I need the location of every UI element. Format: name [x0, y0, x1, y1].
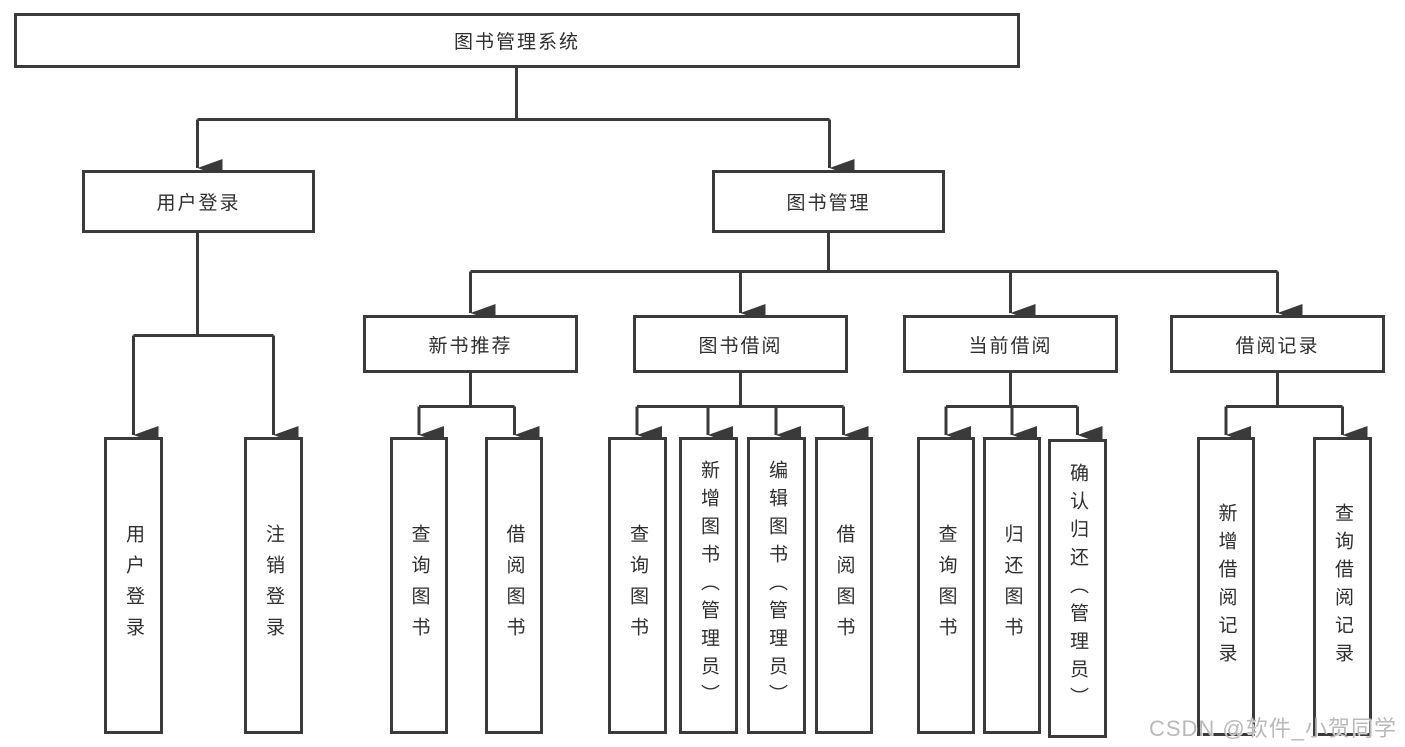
- leaf-borrow-books-recommend: 借阅图书: [485, 437, 543, 734]
- node-book-borrow: 图书借阅: [633, 315, 848, 373]
- leaf-return-books: 归还图书: [983, 437, 1041, 734]
- leaf-add-books-admin: 新增图书（管理员）: [679, 437, 738, 734]
- node-borrow-records: 借阅记录: [1170, 315, 1385, 373]
- leaf-user-login: 用户登录: [104, 437, 163, 734]
- node-book-management: 图书管理: [712, 170, 945, 233]
- node-user-login: 用户登录: [82, 170, 315, 233]
- leaf-edit-books-admin: 编辑图书（管理员）: [747, 437, 806, 734]
- leaf-query-borrow-record: 查询借阅记录: [1313, 437, 1372, 736]
- leaf-add-borrow-record: 新增借阅记录: [1197, 437, 1255, 736]
- leaf-query-books-current: 查询图书: [917, 437, 975, 734]
- node-new-book-recommend: 新书推荐: [363, 315, 578, 373]
- leaf-query-books-borrow: 查询图书: [608, 437, 667, 734]
- leaf-borrow-books: 借阅图书: [815, 437, 873, 734]
- leaf-query-books-recommend: 查询图书: [390, 437, 448, 734]
- csdn-watermark: CSDN @软件_小贺同学: [1148, 716, 1397, 741]
- node-root: 图书管理系统: [14, 13, 1020, 68]
- leaf-confirm-return-admin: 确认归还（管理员）: [1048, 439, 1107, 738]
- node-current-borrow: 当前借阅: [903, 315, 1118, 373]
- leaf-logout: 注销登录: [244, 437, 303, 734]
